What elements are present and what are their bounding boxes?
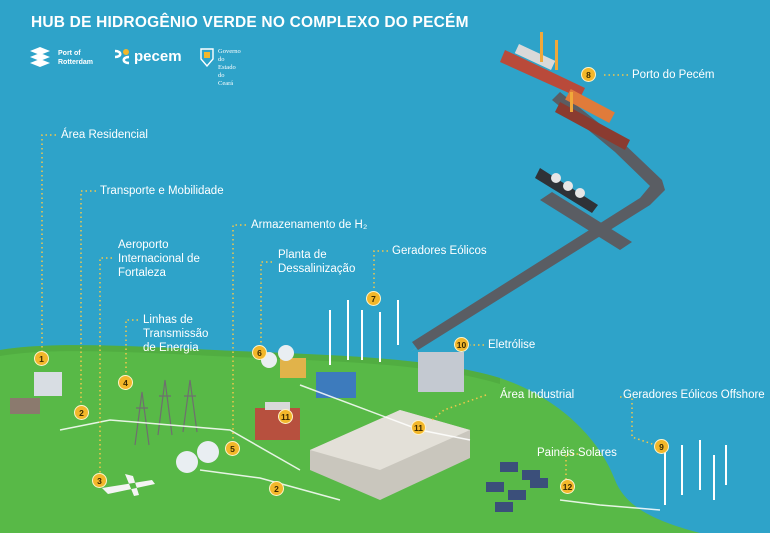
pecem-mark-icon	[114, 49, 130, 65]
label-planta-dessalinizacao: Planta de Dessalinização	[278, 249, 356, 275]
badge-10: 10	[454, 337, 469, 352]
badge-11-industrial: 11	[411, 420, 426, 435]
label-eletrolise: Eletrólise	[488, 339, 536, 351]
rotterdam-wave-icon	[30, 47, 50, 67]
badge-4: 4	[118, 375, 133, 390]
badge-8: 8	[581, 67, 596, 82]
label-geradores-offshore: Geradores Eólicos Offshore	[623, 389, 765, 401]
ceara-crest-icon	[200, 48, 214, 67]
label-paineis-solares: Painéis Solares	[537, 447, 617, 459]
badge-2: 2	[74, 405, 89, 420]
rotterdam-line1: Port of	[58, 50, 81, 57]
solar-panels	[486, 462, 548, 512]
badge-1: 1	[34, 351, 49, 366]
label-area-residencial: Área Residencial	[61, 129, 148, 141]
cargo-ship-top	[500, 32, 585, 98]
badge-6: 6	[252, 345, 267, 360]
label-area-industrial: Área Industrial	[500, 389, 575, 401]
rotterdam-line2: Rotterdam	[58, 59, 94, 66]
label-transporte: Transporte e Mobilidade	[100, 185, 224, 197]
pecem-wordmark: pecem	[134, 48, 182, 65]
label-armazenamento: Armazenamento de H₂	[251, 219, 368, 231]
badge-12: 12	[560, 479, 575, 494]
governo-line2: Estado do Ceará	[218, 64, 236, 87]
label-aeroporto: Aeroporto Internacional de Fortaleza	[118, 239, 200, 279]
page-title: HUB DE HIDROGÊNIO VERDE NO COMPLEXO DO P…	[31, 14, 469, 31]
badge-7: 7	[366, 291, 381, 306]
badge-5: 5	[225, 441, 240, 456]
lng-ship	[535, 168, 598, 213]
container-ship	[555, 88, 630, 150]
label-geradores-eolicos: Geradores Eólicos	[392, 245, 487, 257]
badge-3: 3	[92, 473, 107, 488]
label-porto-pecem: Porto do Pecém	[632, 69, 715, 81]
label-linhas-transmissao: Linhas de Transmissão de Energia	[143, 314, 209, 354]
badge-9: 9	[654, 439, 669, 454]
badge-2-trucks: 2	[269, 481, 284, 496]
governo-line1: Governo do	[218, 48, 241, 63]
badge-11: 11	[278, 409, 293, 424]
